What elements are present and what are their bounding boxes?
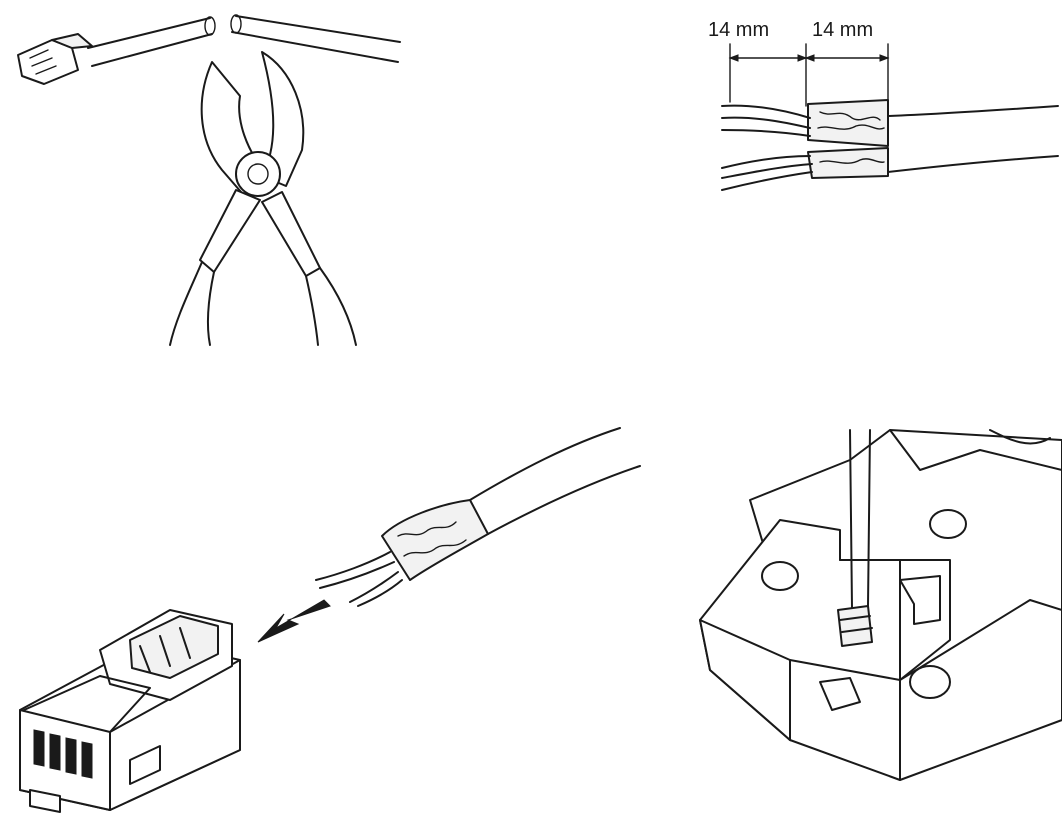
step-strip-cable: 14 mm 14 mm xyxy=(700,0,1062,230)
rj-plug-icon xyxy=(19,609,241,813)
cable-shield-angled xyxy=(381,499,489,581)
step-crimp-plug xyxy=(690,420,1062,815)
exposed-wires xyxy=(721,104,813,191)
crimp-plug-illustration xyxy=(699,429,1062,781)
cutting-pliers-icon xyxy=(169,51,357,346)
cut-cable-illustration xyxy=(17,14,401,346)
step-cut-cable xyxy=(0,0,420,360)
step-insert-wires xyxy=(0,410,660,815)
rj-plug-small-icon xyxy=(17,33,93,85)
dimension-lines xyxy=(728,43,890,107)
insert-wires-illustration xyxy=(19,427,641,813)
insert-direction-arrow-icon xyxy=(257,599,331,643)
dimension-label-wires: 14 mm xyxy=(708,19,769,41)
exposed-wires-angled xyxy=(315,551,403,607)
cable-shield xyxy=(807,99,889,179)
crimping-tool-icon xyxy=(699,429,1062,781)
strip-cable-illustration: 14 mm 14 mm xyxy=(708,19,1059,191)
dimension-label-shield: 14 mm xyxy=(812,19,873,41)
